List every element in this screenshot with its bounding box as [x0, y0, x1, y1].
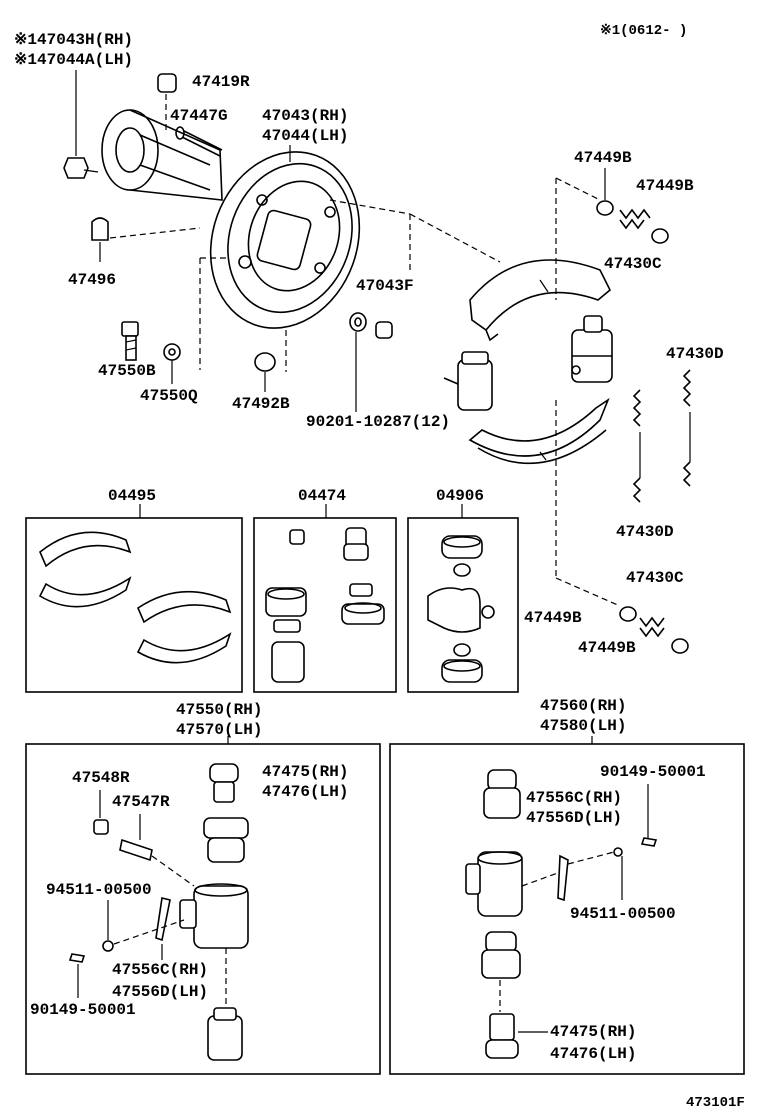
label-plate-lh[interactable]: ※147044A(LH)	[14, 51, 133, 69]
plug-47492B[interactable]	[254, 352, 276, 392]
kit-04906-parts	[427, 535, 495, 683]
label-47492B[interactable]: 47492B	[232, 395, 290, 413]
label-47447G[interactable]: 47447G	[170, 107, 228, 125]
wheel-cylinder-upper[interactable]	[571, 315, 613, 383]
axle-housing[interactable]	[101, 109, 223, 201]
dash-springs-low-b	[555, 577, 621, 607]
brake-shoe-upper[interactable]	[469, 259, 611, 342]
label-47556D-right[interactable]: 47556D(LH)	[526, 809, 622, 827]
label-47475-right-rh[interactable]: 47475(RH)	[550, 1023, 636, 1041]
label-47547R[interactable]: 47547R	[112, 793, 170, 811]
footer-code: 473101F	[686, 1095, 745, 1111]
kit-box-04495[interactable]	[25, 517, 243, 693]
label-47419R[interactable]: 47419R	[192, 73, 250, 91]
label-47556C-right[interactable]: 47556C(RH)	[526, 789, 622, 807]
nut-47419R[interactable]	[157, 73, 177, 130]
washer-47043F[interactable]	[349, 312, 393, 412]
bolt-47447G[interactable]	[175, 126, 223, 157]
spring-47430C-low[interactable]	[639, 616, 689, 654]
kit-04495-shoes	[38, 531, 232, 664]
retainer-47449B-a[interactable]	[596, 168, 614, 216]
clip-47496[interactable]	[91, 217, 201, 262]
label-kit-04474[interactable]: 04474	[298, 487, 346, 505]
backing-plate[interactable]	[187, 131, 384, 349]
cylinder-box-left[interactable]	[25, 743, 381, 1075]
label-47449B-a[interactable]: 47449B	[574, 149, 632, 167]
label-backing-rh[interactable]: 47043(RH)	[262, 107, 348, 125]
spring-47430D-mid[interactable]	[632, 389, 642, 503]
bolt-47550B[interactable]	[121, 321, 139, 361]
label-kit-04495[interactable]: 04495	[108, 487, 156, 505]
label-47548R[interactable]: 47548R	[72, 769, 130, 787]
label-47449B-c[interactable]: 47449B	[524, 609, 582, 627]
label-cyl-left-lh[interactable]: 47570(LH)	[176, 721, 262, 739]
label-47550B[interactable]: 47550B	[98, 362, 156, 380]
label-47430C-low[interactable]: 47430C	[626, 569, 684, 587]
kit-box-04906[interactable]	[407, 517, 519, 693]
header-note: ※1(0612- )	[600, 23, 687, 39]
label-plate-rh[interactable]: ※147043H(RH)	[14, 31, 133, 49]
label-backing-lh[interactable]: 47044(LH)	[262, 127, 348, 145]
retainer-47449B-c[interactable]	[619, 606, 637, 622]
label-47476-right-lh[interactable]: 47476(LH)	[550, 1045, 636, 1063]
label-47449B-d[interactable]: 47449B	[578, 639, 636, 657]
label-cyl-left-rh[interactable]: 47550(RH)	[176, 701, 262, 719]
label-47430C-top[interactable]: 47430C	[604, 255, 662, 273]
washer-47550Q[interactable]	[163, 343, 181, 384]
kit-box-04474[interactable]	[253, 517, 397, 693]
label-90149-right[interactable]: 90149-50001	[600, 763, 706, 781]
brake-shoe-lower[interactable]	[468, 397, 610, 465]
cylinder-box-right[interactable]	[389, 743, 745, 1075]
label-47496[interactable]: 47496	[68, 271, 116, 289]
dash-backing-right	[329, 199, 411, 215]
label-47430D-right[interactable]: 47430D	[666, 345, 724, 363]
hub-bolt[interactable]	[63, 70, 99, 179]
label-47475-left-rh[interactable]: 47475(RH)	[262, 763, 348, 781]
label-47043F[interactable]: 47043F	[356, 277, 414, 295]
label-47556D-left[interactable]: 47556D(LH)	[112, 983, 208, 1001]
label-90201-10287[interactable]: 90201-10287(12)	[306, 413, 450, 431]
label-47476-left-lh[interactable]: 47476(LH)	[262, 783, 348, 801]
label-47550Q[interactable]: 47550Q	[140, 387, 198, 405]
cylinder-right-parts	[465, 769, 658, 1059]
label-cyl-right-rh[interactable]: 47560(RH)	[540, 697, 626, 715]
dash-springs-top-b	[555, 177, 601, 201]
spring-47430C-top[interactable]	[619, 208, 669, 244]
label-47430D-mid[interactable]: 47430D	[616, 523, 674, 541]
label-47556C-left[interactable]: 47556C(RH)	[112, 961, 208, 979]
label-94511-left[interactable]: 94511-00500	[46, 881, 152, 899]
cylinder-left-parts	[68, 763, 249, 1061]
wheel-cylinder-mid[interactable]	[443, 351, 493, 411]
label-94511-right[interactable]: 94511-00500	[570, 905, 676, 923]
dash-to-shoe	[409, 213, 501, 263]
label-47449B-b[interactable]: 47449B	[636, 177, 694, 195]
kit-04474-parts	[265, 527, 385, 683]
label-90149-left[interactable]: 90149-50001	[30, 1001, 136, 1019]
spring-47430D-right[interactable]	[682, 369, 692, 487]
label-cyl-right-lh[interactable]: 47580(LH)	[540, 717, 626, 735]
label-kit-04906[interactable]: 04906	[436, 487, 484, 505]
